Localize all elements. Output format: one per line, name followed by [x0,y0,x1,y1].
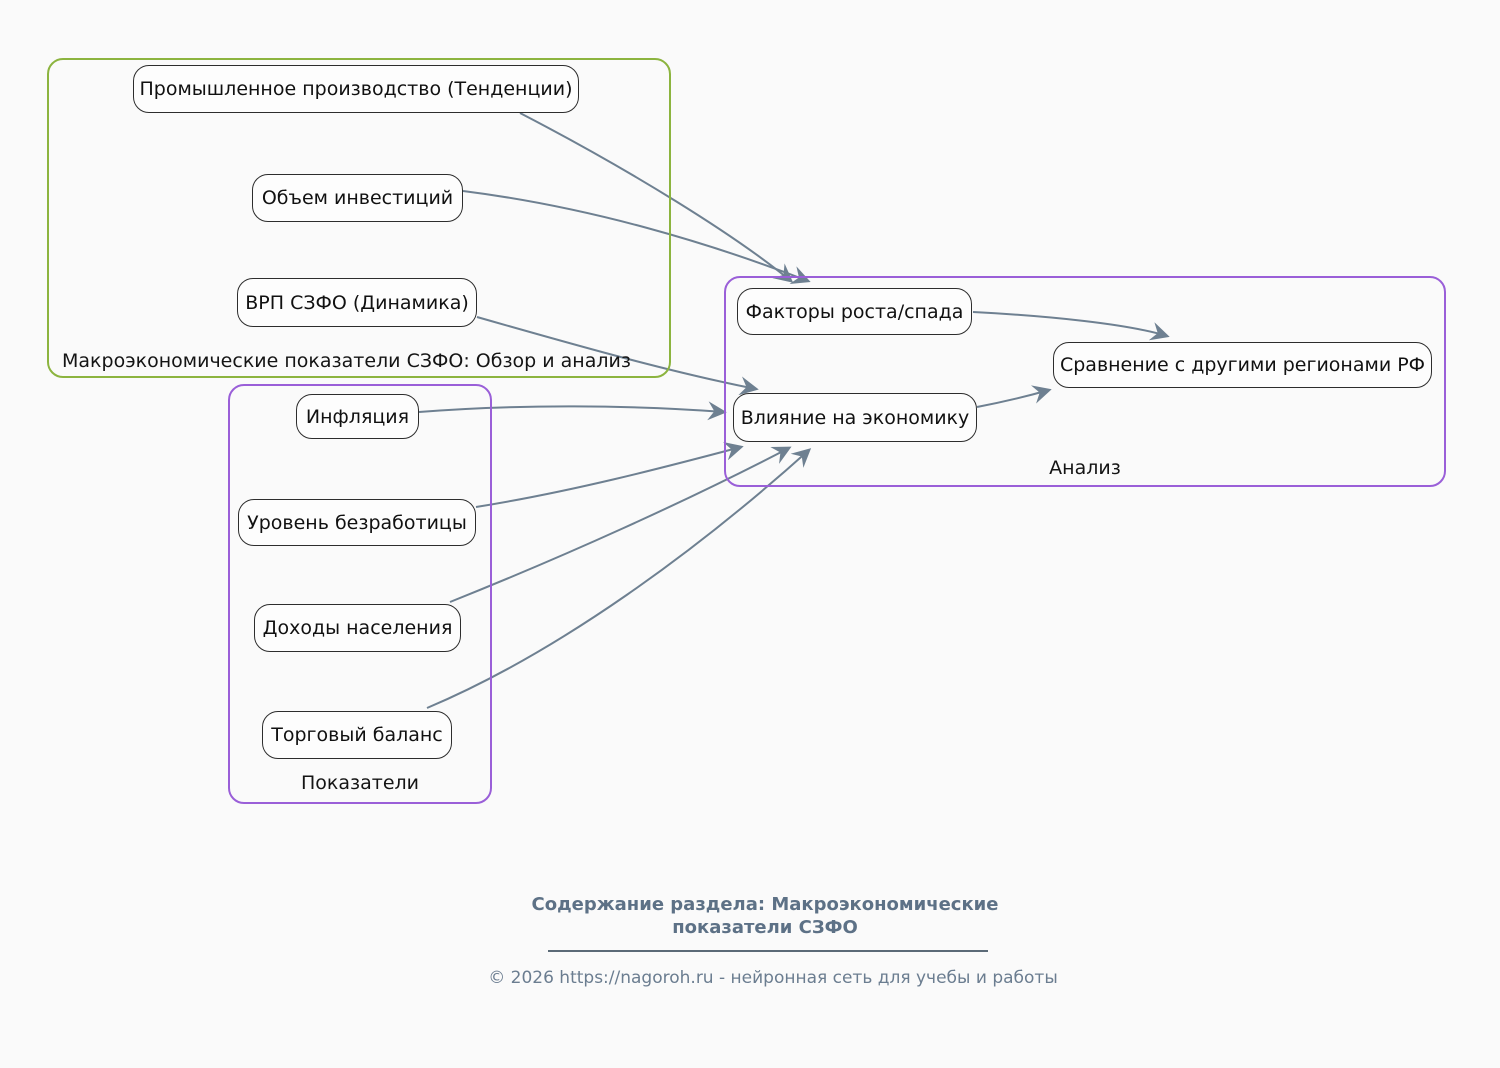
footer-divider [548,950,988,952]
node-economy-impact: Влияние на экономику [733,393,977,442]
group-pokazateli-label: Показатели [300,772,420,794]
group-analiz: Анализ [724,276,1446,487]
node-inflation: Инфляция [296,394,419,439]
footer-title-line2: показатели СЗФО [672,917,858,938]
node-industrial-production: Промышленное производство (Тенденции) [133,65,579,113]
group-macro-label: Макроэкономические показатели СЗФО: Обзо… [62,350,631,372]
node-trade-balance: Торговый баланс [262,711,452,759]
footer-section-title: Содержание раздела: Макроэкономические п… [365,893,1165,939]
footer-title-line1: Содержание раздела: Макроэкономические [531,894,999,915]
node-unemployment: Уровень безработицы [238,499,476,546]
footer-copyright: © 2026 https://nagoroh.ru - нейронная се… [488,968,1058,988]
node-population-income: Доходы населения [254,604,461,652]
group-analiz-label: Анализ [1049,457,1121,479]
edge-unemp-impact [475,441,744,508]
group-macro: Макроэкономические показатели СЗФО: Обзо… [47,58,671,378]
node-vrp-dynamics: ВРП СЗФО (Динамика) [237,278,477,327]
node-investment-volume: Объем инвестиций [252,174,463,222]
group-pokazateli: Показатели [228,384,492,804]
node-growth-factors: Факторы роста/спада [737,288,972,335]
node-region-comparison: Сравнение с другими регионами РФ [1053,342,1432,388]
